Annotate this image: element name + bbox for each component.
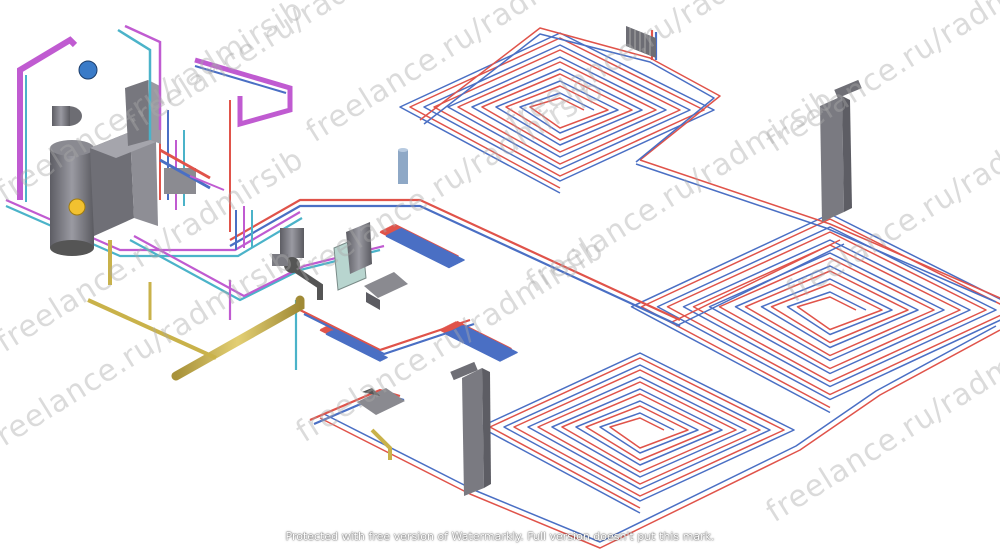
sink-icon — [364, 272, 408, 310]
main-pipe — [299, 309, 471, 352]
zone-boundary-pipe — [639, 159, 1000, 299]
floor-loop — [630, 213, 1000, 414]
floor-loop — [325, 329, 388, 362]
floor-loop — [385, 227, 465, 269]
gas-pipe-trunk — [87, 148, 392, 460]
floor-loop — [399, 32, 715, 194]
main-pipe — [229, 198, 681, 321]
sink-icon — [357, 388, 405, 415]
radiator-icon — [626, 26, 656, 58]
underfloor-heating-loops — [319, 27, 1000, 549]
main-pipe — [229, 204, 681, 327]
zone-boundary-pipe — [323, 325, 997, 543]
pump-icon — [272, 228, 323, 300]
zone-boundary-pipe — [423, 33, 715, 163]
zone-boundary-pipe — [675, 243, 845, 327]
main-pipe — [303, 313, 475, 356]
zone-boundary-pipe — [671, 239, 841, 323]
chimney-icon — [17, 36, 82, 202]
floor-loop — [445, 324, 518, 362]
boiler-icon — [78, 60, 161, 236]
watermarkly-notice: Protected with free version of Watermark… — [285, 530, 715, 543]
floor-loop — [489, 357, 785, 509]
zone-boundary-pipe — [419, 27, 721, 161]
wall-unit — [333, 148, 408, 291]
floor-loop — [409, 37, 705, 189]
convector-icon — [450, 361, 491, 496]
boiler-room — [17, 24, 293, 256]
floor-loop — [479, 352, 795, 514]
zone-boundary-pipe — [319, 329, 1000, 549]
water-heater-tank-icon — [50, 140, 94, 256]
floor-loop — [640, 218, 1000, 409]
convector-icon — [820, 79, 862, 222]
manifold-group — [159, 148, 225, 194]
zone-boundary-pipe — [635, 163, 997, 303]
